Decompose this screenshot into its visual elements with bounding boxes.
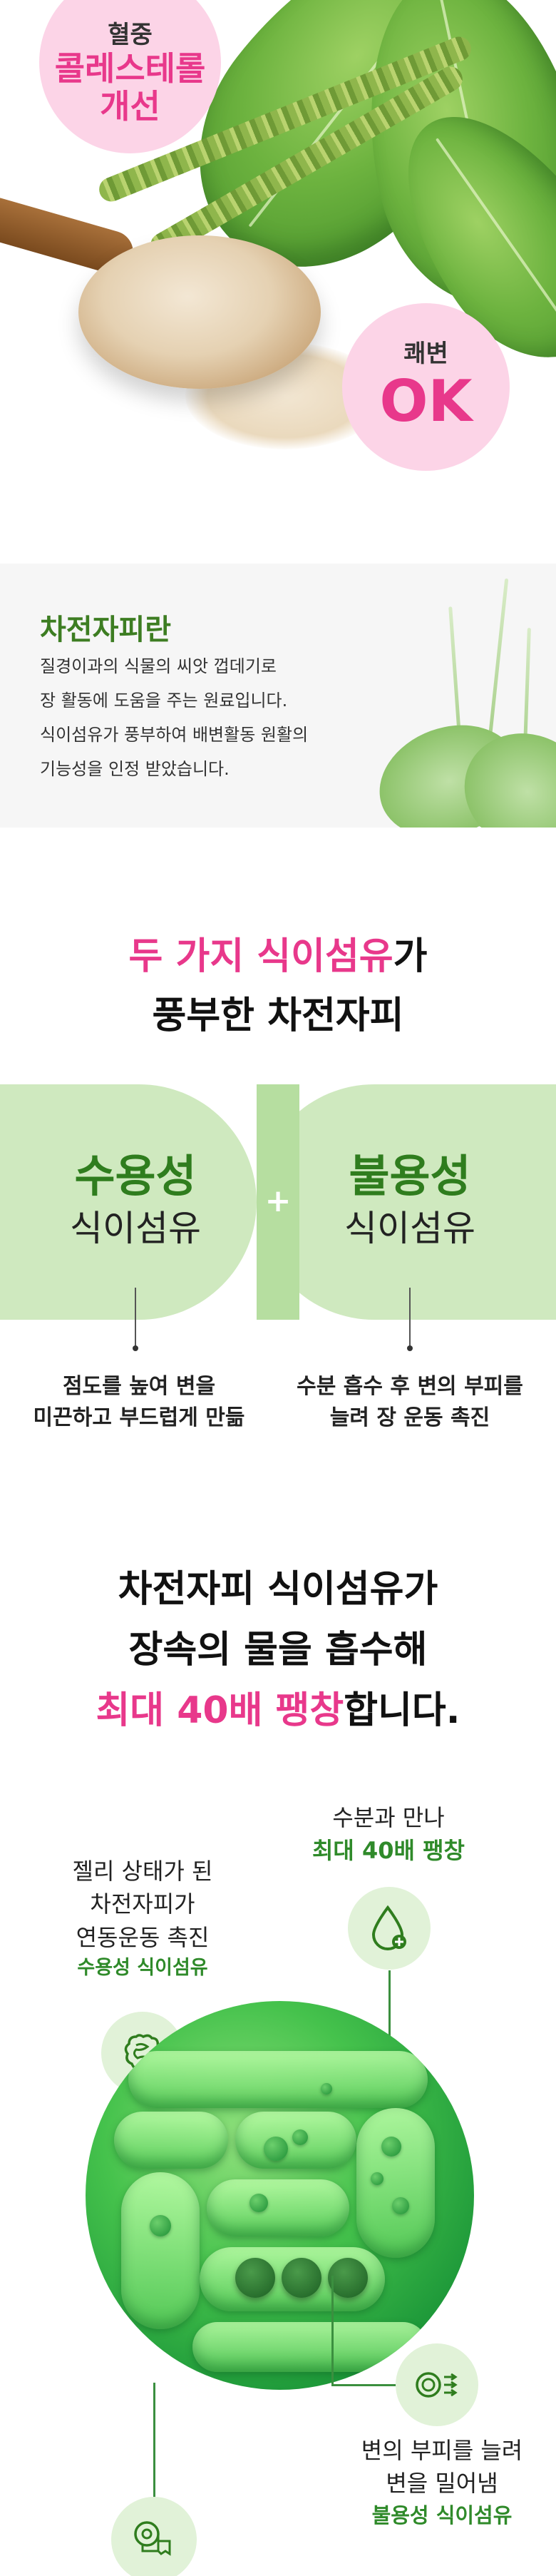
note-peristalsis: 젤리 상태가 된 차전자피가 연동운동 촉진 수용성 식이섬유 [39, 1855, 246, 1982]
bowel-ok-badge: 쾌변 OK [342, 303, 510, 471]
insoluble-desc-line: 늘려 장 운동 촉진 [329, 1405, 490, 1430]
connector-dot [133, 1345, 138, 1351]
gel-bubble [292, 2129, 308, 2145]
intestine-fold [207, 2179, 349, 2236]
insoluble-desc-line: 수분 흡수 후 변의 부피를 [297, 1374, 523, 1399]
note-tag: 수용성 식이섬유 [77, 1957, 208, 1980]
note-line: 변의 부피를 늘려 [361, 2437, 523, 2464]
water-drop-icon-badge [348, 1887, 431, 1970]
badge-small-text: 쾌변 [403, 340, 448, 369]
cholesterol-badge: 혈중 콜레스테롤 개선 [39, 0, 221, 153]
what-is-title: 차전자피란 [40, 614, 171, 646]
badge-small-text: 혈중 [108, 21, 153, 50]
gel-bubble [264, 2137, 288, 2161]
note-line: 수분과 만나 [332, 1804, 445, 1831]
gel-bubble [392, 2197, 409, 2214]
soluble-fiber-sub: 식이섬유 [70, 1208, 201, 1249]
insoluble-fiber-name: 불용성 [349, 1150, 471, 1202]
connector-line [409, 1288, 411, 1348]
expansion-highlight: 최대 40배 팽창 [96, 1689, 344, 1732]
note-line: 젤리 상태가 된 [72, 1858, 213, 1885]
gel-bubble [371, 2172, 383, 2185]
gel-bubble [150, 2215, 171, 2236]
note-line: 연동운동 촉진 [76, 1923, 210, 1951]
note-highlight: 최대 40배 팽창 [312, 1837, 465, 1865]
expansion-suffix: 합니다. [344, 1689, 460, 1732]
note-line: 차전자피가 [90, 1890, 195, 1918]
intestine-fold [128, 2051, 428, 2108]
note-line: 변을 밀어냄 [386, 2470, 498, 2498]
stool-ball [235, 2258, 275, 2298]
intestine-illustration [86, 2001, 474, 2390]
what-is-section: 차전자피란 질경이과의 식물의 씨앗 껍데기로 장 활동에 도움을 주는 원료입… [0, 564, 556, 828]
gel-bubble [249, 2194, 268, 2212]
fiber-comparison: 수용성 식이섬유 불용성 식이섬유 + [0, 1084, 556, 1320]
description-line: 식이섬유가 풍부하여 배변활동 원활의 [40, 725, 309, 745]
description-line: 기능성을 인정 받았습니다. [40, 759, 230, 779]
description-line: 질경이과의 식물의 씨앗 껍데기로 [40, 656, 277, 676]
soluble-fiber-name: 수용성 [74, 1150, 197, 1202]
fibers-title-suffix: 가 [393, 935, 428, 978]
intestine-fold [192, 2322, 428, 2372]
insoluble-fiber-panel [257, 1084, 556, 1320]
intestine-fold [356, 2108, 435, 2258]
fiber-overlap [257, 1084, 299, 1320]
fibers-title-highlight: 두 가지 식이섬유 [128, 935, 393, 978]
badge-big-text: 콜레스테롤 [54, 49, 206, 88]
description-line: 장 활동에 도움을 주는 원료입니다. [40, 691, 288, 711]
intestine-fold [121, 2172, 200, 2329]
connector-line [331, 2384, 399, 2386]
soluble-fiber-desc: 점도를 높여 변을 미끈하고 부드럽게 만듦 [0, 1371, 278, 1433]
toilet-paper-icon [134, 2521, 171, 2556]
stool-ball [282, 2258, 321, 2298]
expansion-title-line3: 최대 40배 팽창합니다. [0, 1687, 556, 1736]
push-icon-badge [396, 2343, 478, 2426]
fibers-title: 두 가지 식이섬유가 [0, 935, 556, 979]
insoluble-fiber-desc: 수분 흡수 후 변의 부피를 늘려 장 운동 촉진 [271, 1371, 549, 1433]
wooden-spoon-with-husk [78, 235, 321, 389]
soluble-fiber-panel [0, 1084, 257, 1320]
expansion-title-line2: 장속의 물을 흡수해 [128, 1629, 428, 1671]
gel-bubble [381, 2137, 401, 2157]
fibers-title-line2: 풍부한 차전자피 [152, 994, 404, 1037]
toilet-paper-icon-badge [111, 2497, 197, 2576]
stool-ball [328, 2258, 368, 2298]
connector-line [331, 2276, 334, 2386]
hero-section: 혈중 콜레스테롤 개선 쾌변 OK [0, 0, 556, 514]
note-water-expand: 수분과 만나 최대 40배 팽창 [278, 1801, 499, 1868]
badge-big-text: 개선 [100, 86, 160, 126]
badge-big-text: OK [379, 367, 473, 434]
expansion-title-line1: 차전자피 식이섬유가 [118, 1568, 438, 1611]
insoluble-fiber-sub: 식이섬유 [344, 1208, 475, 1249]
water-drop-icon [371, 1905, 406, 1950]
plus-icon: + [264, 1183, 292, 1219]
connector-line [153, 2383, 155, 2568]
push-out-icon [416, 2372, 458, 2398]
connector-line [135, 1288, 136, 1348]
soluble-desc-line: 점도를 높여 변을 [62, 1374, 216, 1399]
intestine-fold [114, 2112, 228, 2169]
gel-bubble [321, 2083, 332, 2094]
note-tag: 불용성 식이섬유 [371, 2503, 513, 2527]
connector-dot [407, 1345, 413, 1351]
soluble-desc-line: 미끈하고 부드럽게 만듦 [33, 1405, 245, 1430]
note-bulk: 변의 부피를 늘려 변을 밀어냄 불용성 식이섬유 [328, 2434, 556, 2530]
